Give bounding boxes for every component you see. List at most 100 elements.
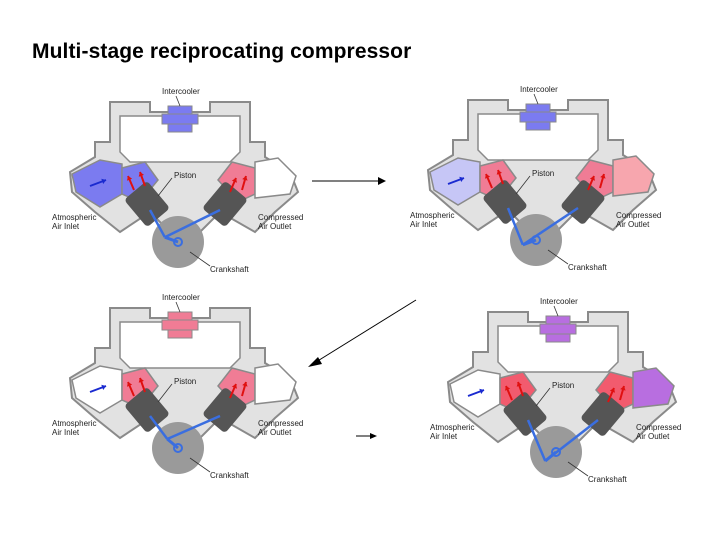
compressor-diagram: IntercoolerPistonCrankshaftAtmosphericAi… — [430, 297, 681, 484]
compressor-diagram: IntercoolerPistonCrankshaftAtmosphericAi… — [52, 87, 303, 274]
connecting-rod-left — [149, 415, 169, 440]
intercooler-passage — [119, 321, 241, 369]
arrow-right-bottom — [356, 433, 377, 439]
label-crankshaft: Crankshaft — [210, 471, 249, 480]
intercooler-passage — [119, 115, 241, 163]
label-piston: Piston — [532, 169, 554, 178]
label-piston: Piston — [552, 381, 574, 390]
intercooler-fins — [161, 319, 199, 331]
crank-pin — [173, 237, 183, 247]
label-piston: Piston — [174, 171, 196, 180]
label-intercooler: Intercooler — [520, 85, 558, 94]
label-intercooler: Intercooler — [540, 297, 578, 306]
flow-arrow-left-cyl-2 — [496, 169, 504, 185]
flow-arrow-left-cyl — [127, 381, 135, 397]
leader-piston — [515, 175, 531, 195]
flow-arrow-inlet — [447, 176, 465, 185]
label-compressed: Compressed — [258, 213, 303, 222]
intercooler-fins — [519, 111, 557, 123]
label-piston: Piston — [174, 377, 196, 386]
left-piston — [483, 180, 527, 224]
connecting-rod-right — [544, 419, 599, 462]
label-air-outlet: Air Outlet — [616, 220, 650, 229]
leader-crankshaft — [189, 251, 211, 267]
left-piston — [125, 182, 169, 226]
label-compressed: Compressed — [636, 423, 681, 432]
outlet-chamber — [254, 157, 297, 199]
label-air-outlet: Air Outlet — [258, 428, 292, 437]
flow-arrow-inlet — [89, 178, 107, 187]
crank-arm — [164, 235, 179, 244]
label-crankshaft: Crankshaft — [568, 263, 607, 272]
left-piston — [503, 392, 547, 436]
leader-crankshaft — [189, 457, 211, 473]
right-piston — [203, 388, 247, 432]
label-atmospheric: Atmospheric — [52, 419, 96, 428]
connecting-rod-left — [506, 207, 525, 246]
crank-arm — [166, 437, 179, 450]
outlet-chamber — [612, 155, 655, 197]
flow-arrow-right-cyl — [229, 177, 237, 193]
flow-arrow-right-cyl — [587, 175, 595, 191]
label-atmospheric: Atmospheric — [430, 423, 474, 432]
crank-pin — [173, 443, 183, 453]
label-compressed: Compressed — [616, 211, 661, 220]
label-crankshaft: Crankshaft — [588, 475, 627, 484]
label-air-inlet: Air Inlet — [52, 222, 80, 231]
outlet-chamber — [632, 367, 675, 409]
leader-crankshaft — [567, 461, 589, 477]
intercooler-passage — [477, 113, 599, 161]
flow-arrow-right-cyl-2 — [241, 381, 248, 397]
left-piston — [125, 388, 169, 432]
connecting-rod-right — [166, 414, 221, 441]
leader-intercooler — [533, 93, 539, 105]
flow-arrow-left-cyl — [505, 385, 513, 401]
leader-crankshaft — [547, 249, 569, 265]
label-air-inlet: Air Inlet — [410, 220, 438, 229]
compressor-diagram: IntercoolerPistonCrankshaftAtmosphericAi… — [410, 85, 661, 272]
label-air-inlet: Air Inlet — [430, 432, 458, 441]
flow-arrow-left-cyl-2 — [516, 381, 524, 397]
arrow-right-top — [312, 177, 386, 185]
label-atmospheric: Atmospheric — [52, 213, 96, 222]
label-atmospheric: Atmospheric — [410, 211, 454, 220]
label-intercooler: Intercooler — [162, 87, 200, 96]
flow-arrow-left-cyl-2 — [138, 377, 146, 393]
leader-intercooler — [175, 95, 181, 107]
flow-arrow-inlet — [467, 388, 485, 397]
leader-intercooler — [175, 301, 181, 313]
leader-intercooler — [553, 305, 559, 317]
connecting-rod-left — [526, 419, 547, 462]
right-piston — [203, 182, 247, 226]
label-compressed: Compressed — [258, 419, 303, 428]
label-air-inlet: Air Inlet — [52, 428, 80, 437]
connecting-rod-right — [164, 208, 221, 239]
compressor-diagram: IntercoolerPistonCrankshaftAtmosphericAi… — [52, 293, 303, 480]
flow-arrow-right-cyl — [229, 383, 237, 399]
crank-pin — [551, 447, 561, 457]
label-crankshaft: Crankshaft — [210, 265, 249, 274]
leader-piston — [157, 383, 173, 403]
slide-title: Multi-stage reciprocating compressor — [32, 40, 412, 63]
arrow-diagonal — [308, 299, 417, 367]
label-air-outlet: Air Outlet — [636, 432, 670, 441]
label-air-outlet: Air Outlet — [258, 222, 292, 231]
outlet-chamber — [254, 363, 297, 405]
flow-arrow-right-cyl-2 — [241, 175, 248, 191]
intercooler-passage — [497, 325, 619, 373]
flow-arrow-left-cyl-2 — [138, 171, 146, 187]
flow-arrow-right-cyl — [607, 387, 615, 403]
flow-arrow-right-cyl-2 — [619, 385, 626, 401]
intercooler-fins — [539, 323, 577, 335]
crank-pin — [531, 235, 541, 245]
flow-arrow-left-cyl — [127, 175, 135, 191]
flow-arrow-left-cyl — [485, 173, 493, 189]
flow-arrow-right-cyl-2 — [599, 173, 606, 189]
label-intercooler: Intercooler — [162, 293, 200, 302]
flow-arrow-inlet — [89, 384, 107, 393]
